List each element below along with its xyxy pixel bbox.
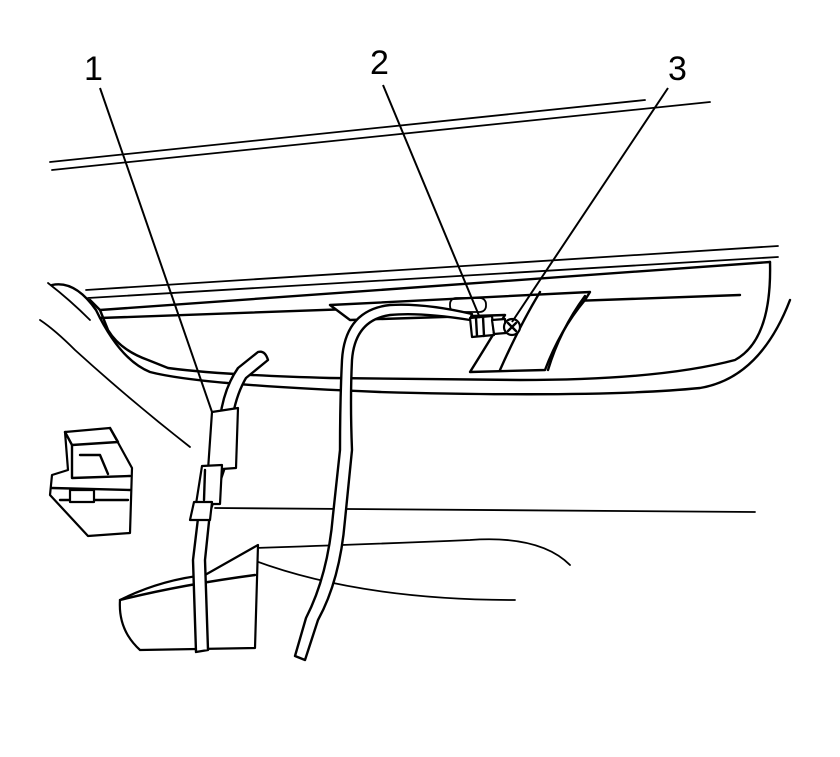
- lower-trim-piece: [118, 543, 260, 652]
- roof-lines: [49, 99, 711, 171]
- left-pillar: [39, 282, 191, 448]
- lower-body-lines: [214, 507, 756, 601]
- fitting-part: [468, 314, 508, 339]
- leader-lines: [99, 84, 669, 413]
- leader-line-1: [99, 87, 213, 413]
- hose-2: [293, 303, 474, 662]
- mounting-bracket: [328, 290, 592, 374]
- callout-2: 2: [370, 44, 389, 82]
- side-latch: [48, 426, 134, 538]
- connector-1: [188, 406, 240, 522]
- callout-1: 1: [84, 50, 103, 88]
- leader-line-3: [511, 87, 669, 323]
- leader-line-2: [382, 84, 481, 319]
- fastener-part: [502, 317, 522, 337]
- callout-3: 3: [668, 50, 687, 88]
